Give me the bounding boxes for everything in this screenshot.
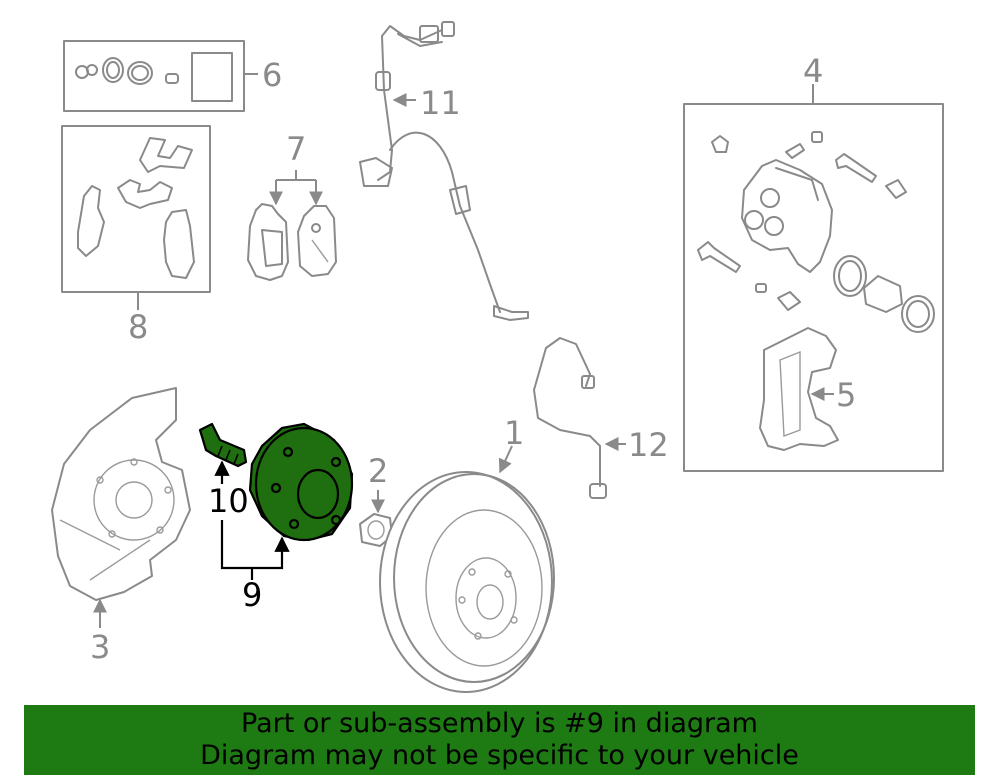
callout-5: 5	[836, 376, 856, 414]
callout-11: 11	[420, 84, 461, 122]
banner-line-2: Diagram may not be specific to your vehi…	[200, 740, 799, 771]
callout-8: 8	[128, 308, 148, 346]
part-6-seal-kit	[63, 40, 245, 112]
part-12-brake-hose	[533, 337, 607, 499]
part-3-dust-shield	[51, 387, 191, 601]
part-1-brake-rotor	[379, 471, 555, 693]
info-banner: Part or sub-assembly is #9 in diagram Di…	[24, 705, 975, 775]
callout-3: 3	[90, 628, 110, 666]
brake-assembly-diagram: 6 8 7 11	[51, 21, 944, 693]
part-7-brake-pads	[247, 203, 337, 281]
callout-10: 10	[208, 482, 249, 520]
callout-12: 12	[628, 426, 669, 464]
part-8-hardware-kit	[61, 125, 211, 293]
part-11-abs-sensor	[359, 21, 529, 321]
part-10-wheel-stud	[198, 422, 248, 468]
banner-line-1: Part or sub-assembly is #9 in diagram	[241, 708, 758, 739]
callout-1: 1	[504, 414, 524, 452]
callout-2: 2	[368, 452, 388, 490]
part-4-caliper	[683, 103, 944, 472]
callout-7: 7	[286, 130, 306, 168]
part-5-caliper-bracket	[759, 327, 839, 451]
callout-6: 6	[262, 56, 282, 94]
callout-9: 9	[242, 576, 262, 614]
callout-4: 4	[803, 52, 823, 90]
part-9-hub-assembly[interactable]	[248, 422, 354, 542]
